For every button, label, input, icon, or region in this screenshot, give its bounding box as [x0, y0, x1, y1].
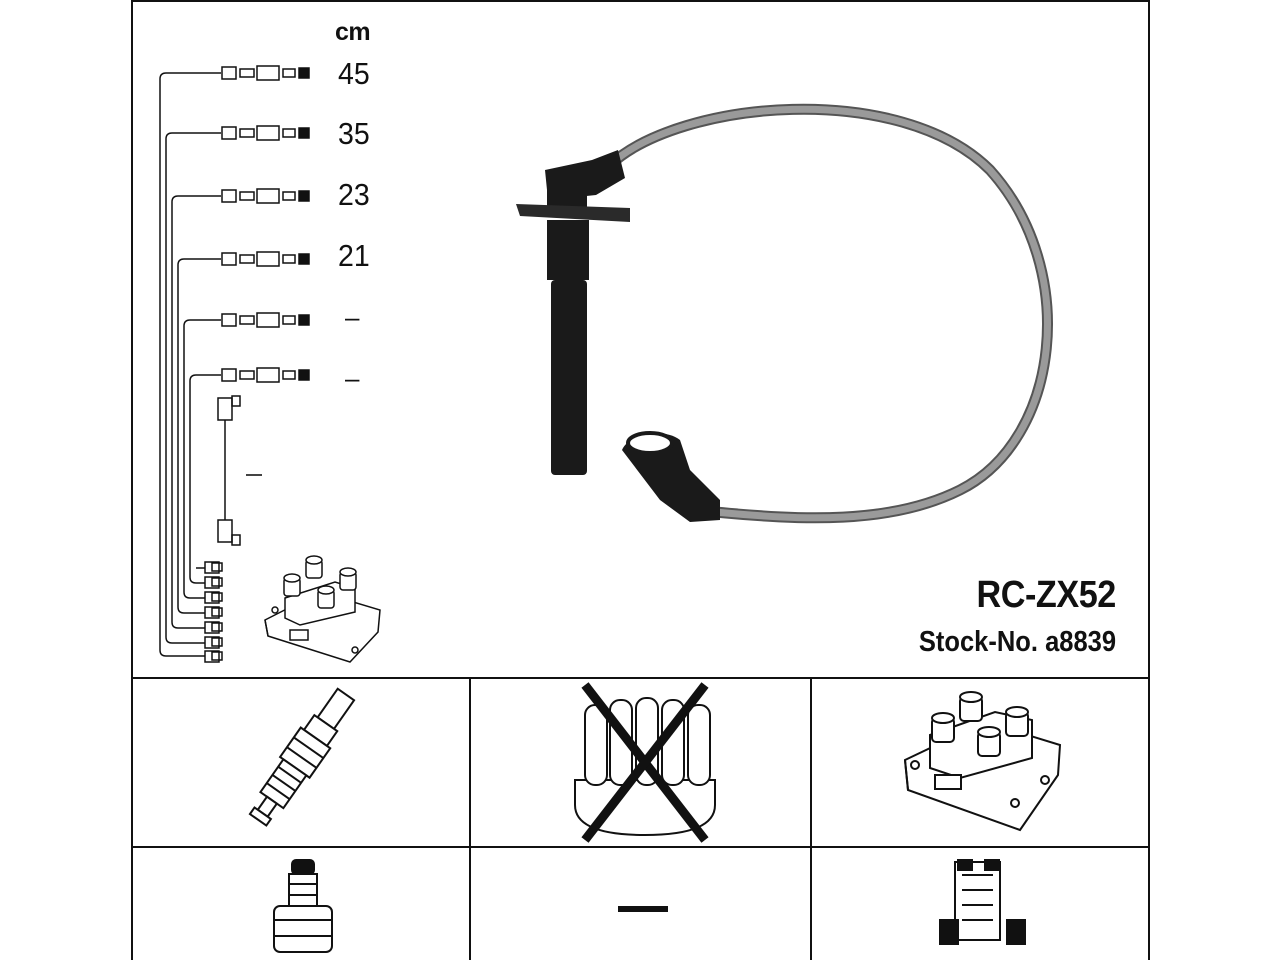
- grid-divider-right: [810, 677, 812, 960]
- lead-2: [165, 125, 310, 644]
- lead-schematic: [159, 65, 310, 663]
- lead-5: [183, 312, 310, 599]
- coil-terminal-icon: [939, 859, 1026, 945]
- lead-length-2: 35: [338, 116, 370, 151]
- lead-3: [171, 188, 310, 629]
- lead-length-4: 21: [338, 238, 370, 273]
- unit-label: cm: [335, 18, 371, 46]
- plug-terminal-icon: [273, 859, 333, 953]
- spark-plug-icon: [248, 687, 356, 827]
- lead-length-5: –: [345, 302, 360, 332]
- no-distributor-terminal-marker: [618, 906, 668, 912]
- stock-number: Stock-No. a8839: [918, 626, 1116, 658]
- lead-length-1: 45: [338, 56, 370, 91]
- lead-length-3: 23: [338, 177, 370, 212]
- lead-1: [159, 65, 310, 657]
- ignition-coil-icon: [903, 691, 1062, 832]
- lead-6: [189, 367, 310, 584]
- coil-lead-length-marker: [246, 474, 262, 476]
- coil-lead: [196, 395, 241, 569]
- grid-divider-middle: [131, 846, 1150, 848]
- not-applicable-cross-icon: [581, 682, 709, 843]
- distributor-cap-icon: [574, 697, 716, 837]
- grid-divider-left: [469, 677, 471, 960]
- coil-pack-small: [264, 555, 381, 663]
- ignition-cable: [516, 103, 1053, 524]
- grid-divider-top: [131, 677, 1150, 679]
- terminal-stack: [204, 561, 223, 663]
- part-number: RC-ZX52: [976, 574, 1117, 616]
- product-sheet: [131, 0, 1150, 960]
- lead-4: [177, 251, 310, 614]
- lead-length-6: –: [345, 363, 360, 393]
